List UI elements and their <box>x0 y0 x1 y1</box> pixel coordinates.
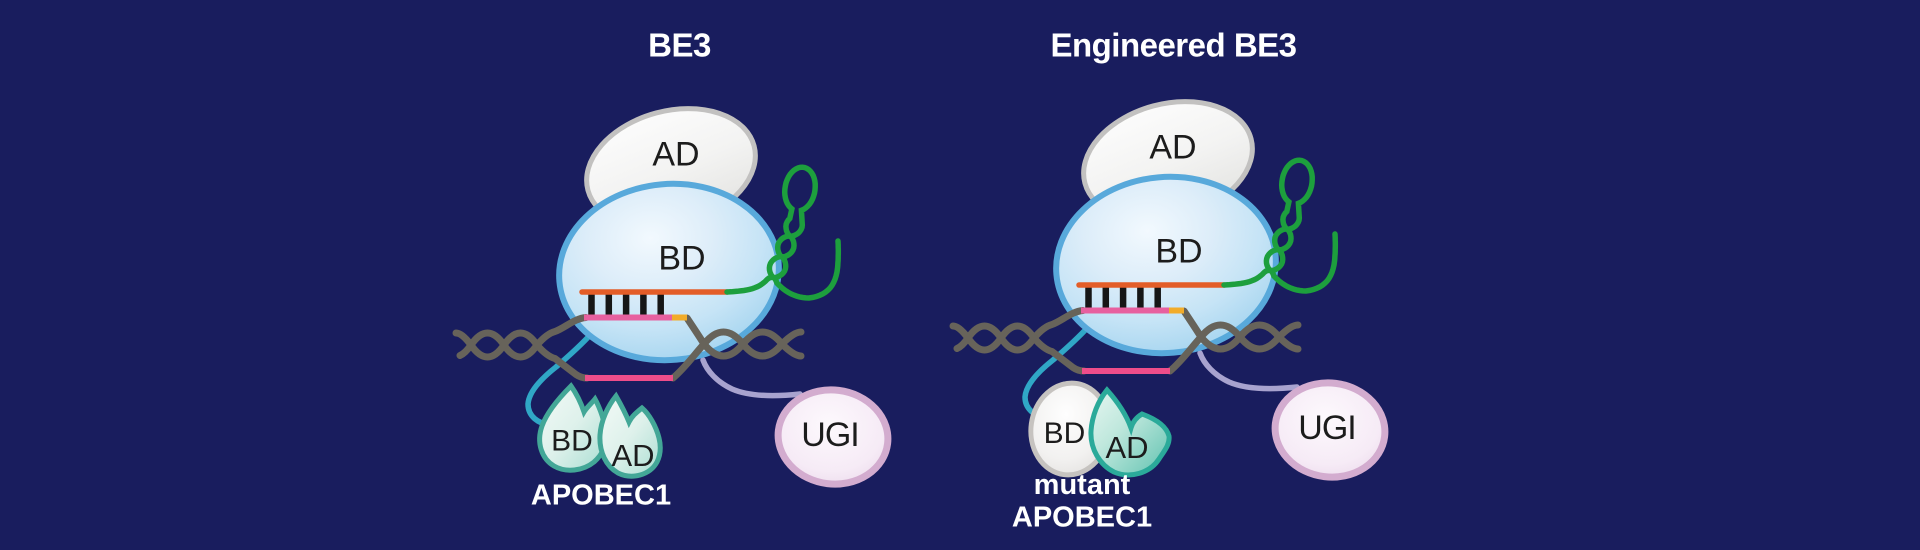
svg-text:BD: BD <box>1044 417 1086 450</box>
svg-text:APOBEC1: APOBEC1 <box>1012 502 1152 534</box>
svg-text:Engineered BE3: Engineered BE3 <box>1050 27 1296 64</box>
svg-text:APOBEC1: APOBEC1 <box>531 480 671 512</box>
svg-text:AD: AD <box>1105 430 1148 465</box>
svg-text:AD: AD <box>611 438 654 473</box>
svg-text:BD: BD <box>551 425 593 458</box>
svg-text:mutant: mutant <box>1034 469 1131 501</box>
svg-text:BE3: BE3 <box>648 27 711 64</box>
